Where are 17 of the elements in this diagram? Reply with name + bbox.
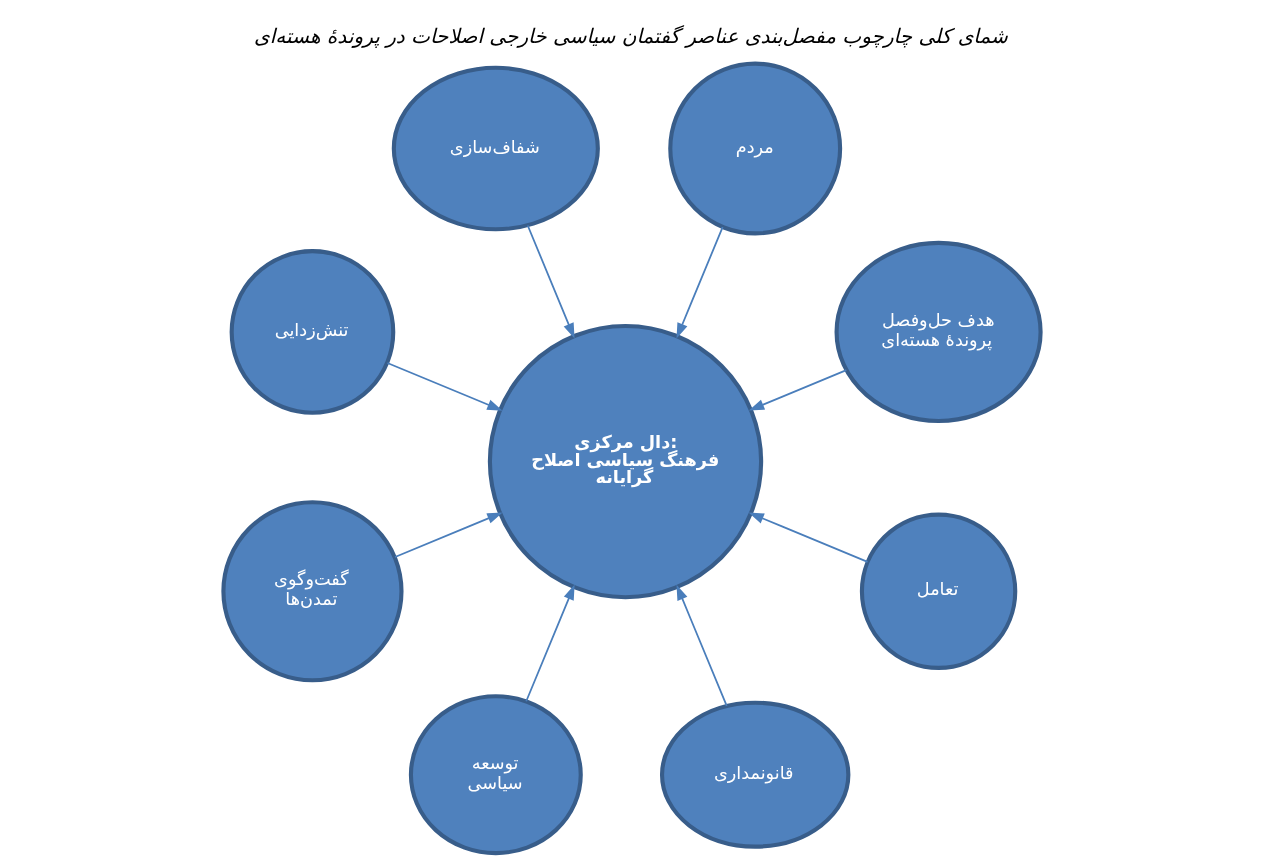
arrow xyxy=(676,584,728,707)
node-circle: گفت‌وگوی تمدن‌ها xyxy=(220,500,404,683)
arrow xyxy=(524,584,575,703)
node-circle: توسعه سیاسی xyxy=(408,694,583,856)
arrow xyxy=(748,369,847,411)
arrow xyxy=(393,512,503,558)
diagram-title: شمای کلی چارچوب مفصل‌بندی عناصر گفتمان سیاسی خارجی اصلاحات در پروندۀ هسته‌ای xyxy=(253,23,1008,48)
node-circle: تنش‌زدایی xyxy=(229,249,395,415)
arrow xyxy=(526,224,575,339)
arrow xyxy=(748,512,868,563)
arrow xyxy=(386,362,503,411)
node-ellipse: قانونمداری xyxy=(659,700,850,849)
arrow xyxy=(676,226,724,339)
node-circle: تعامل xyxy=(859,512,1017,670)
node-ellipse: هدف حل‌وفصل پروندۀ هسته‌ای xyxy=(834,240,1043,423)
node-circle: مردم xyxy=(667,61,842,236)
node-ellipse: شفاف‌سازی xyxy=(391,65,600,232)
